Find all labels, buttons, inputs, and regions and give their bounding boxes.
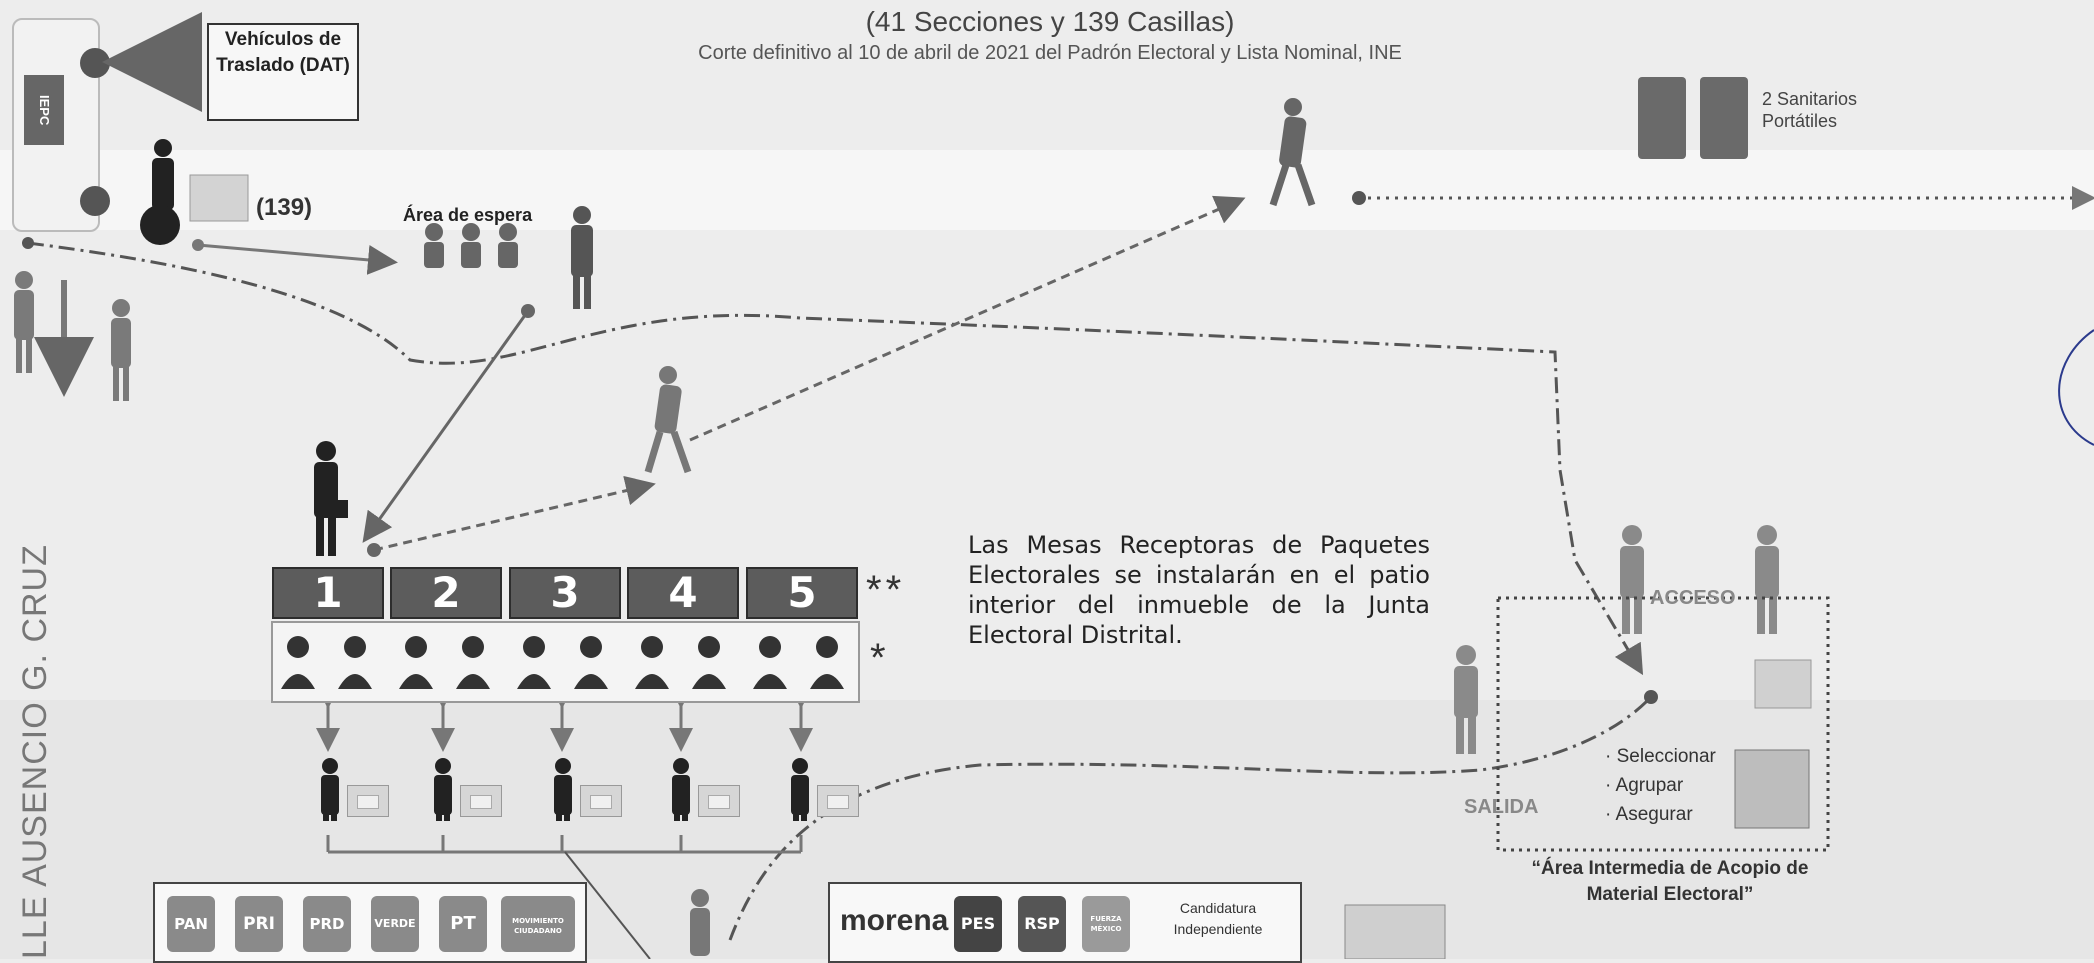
- package-icon: [817, 785, 859, 817]
- package-icon: [580, 785, 622, 817]
- arrow-waiting-to-mesa: [362, 310, 530, 543]
- flow-path-return: [728, 695, 1653, 941]
- intermediate-area-box: [1496, 596, 1830, 852]
- person-with-briefcase-icon: [314, 441, 348, 556]
- person-icon: [14, 271, 34, 373]
- party-logo-pes: PES: [954, 896, 1002, 952]
- dashed-to-walker: [373, 475, 656, 552]
- transport-van: IEPC: [12, 18, 110, 232]
- upper-band: [0, 150, 2094, 230]
- package-icon: [460, 785, 502, 817]
- party-logo-pri: PRI: [235, 896, 283, 952]
- action-item: · Agrupar: [1605, 775, 1684, 796]
- mesa-4: 4: [627, 567, 739, 619]
- action-item: · Seleccionar: [1605, 746, 1716, 767]
- package-icon: [189, 174, 249, 222]
- party-logos-left: PAN PRI PRD VERDE PT MOVIMIENTO CIUDADAN…: [153, 882, 587, 963]
- action-list: · Seleccionar · Agrupar · Asegurar: [1605, 742, 1716, 829]
- person-icon: [1454, 525, 1779, 754]
- double-arrows: [316, 685, 813, 752]
- party-logos-right: morena PES RSP FUERZA MÉXICO Candidatura…: [828, 882, 1302, 963]
- flow-path-main: [27, 241, 1644, 676]
- pen-mark: [2058, 329, 2094, 446]
- party-logo-mc: MOVIMIENTO CIUDADANO: [501, 896, 575, 952]
- packages-count: (139): [256, 194, 313, 221]
- seated-staff-icon: [424, 223, 518, 268]
- street-label: LLE AUSENCIO G. CRUZ: [16, 544, 54, 959]
- party-logo-rsp: RSP: [1018, 896, 1066, 952]
- candidatura-label: Candidatura Independiente: [1173, 900, 1263, 937]
- dashed-to-top: [689, 195, 1246, 442]
- mesa-3: 3: [509, 567, 621, 619]
- line-to-bottom: [564, 851, 651, 959]
- staff-row: [271, 621, 860, 703]
- waiting-area-label: Área de espera: [403, 205, 533, 225]
- party-logo-pt: PT: [439, 896, 487, 952]
- staff-icons: [281, 636, 844, 689]
- mesa-5: 5: [746, 567, 858, 619]
- double-star: **: [866, 568, 906, 612]
- salida-label: SALIDA: [1464, 796, 1539, 818]
- action-item: · Asegurar: [1605, 804, 1693, 825]
- acceso-label: ACCESO: [1650, 587, 1736, 609]
- toilet-icon: [1638, 77, 1686, 159]
- generator-icon: [1344, 904, 1446, 959]
- wheel-icon: [80, 186, 110, 216]
- header-subtitle: (41 Secciones y 139 Casillas): [865, 6, 1235, 37]
- package-icon: [347, 785, 389, 817]
- toilet-icon: [1700, 77, 1748, 159]
- single-star: *: [870, 636, 886, 680]
- vehicles-label: Vehículos de Traslado (DAT): [207, 23, 359, 121]
- mesa-1: 1: [272, 567, 384, 619]
- arrow-to-waiting: [197, 243, 398, 275]
- package-icon: [698, 785, 740, 817]
- carrier-icon: [321, 758, 809, 821]
- person-icon: [571, 206, 593, 309]
- party-logo-prd: PRD: [303, 896, 351, 952]
- bracket-line: [326, 835, 803, 854]
- ballot-box-icon: [1734, 749, 1810, 829]
- header-note: Corte definitivo al 10 de abril de 2021 …: [698, 42, 1402, 64]
- sanitarios-label: 2 Sanitarios Portátiles: [1762, 89, 1858, 131]
- person-icon: [690, 889, 710, 956]
- mesa-2: 2: [390, 567, 502, 619]
- mesas-note: Las Mesas Receptoras de Paquetes Elector…: [968, 531, 1430, 649]
- shelf-icon: [1754, 659, 1812, 709]
- walking-person-icon: [644, 366, 692, 474]
- intermediate-area-label: “Área Intermedia de Acopio de Material E…: [1531, 858, 1809, 905]
- van-logo-icon: IEPC: [24, 75, 64, 145]
- person-icon: [140, 139, 180, 245]
- party-logo-fm: FUERZA MÉXICO: [1082, 896, 1130, 952]
- party-logo-verde: VERDE: [371, 896, 419, 952]
- walking-person-icon: [1269, 98, 1316, 207]
- person-icon: [111, 299, 131, 401]
- party-logo-morena: morena: [840, 904, 949, 937]
- party-logo-pan: PAN: [167, 896, 215, 952]
